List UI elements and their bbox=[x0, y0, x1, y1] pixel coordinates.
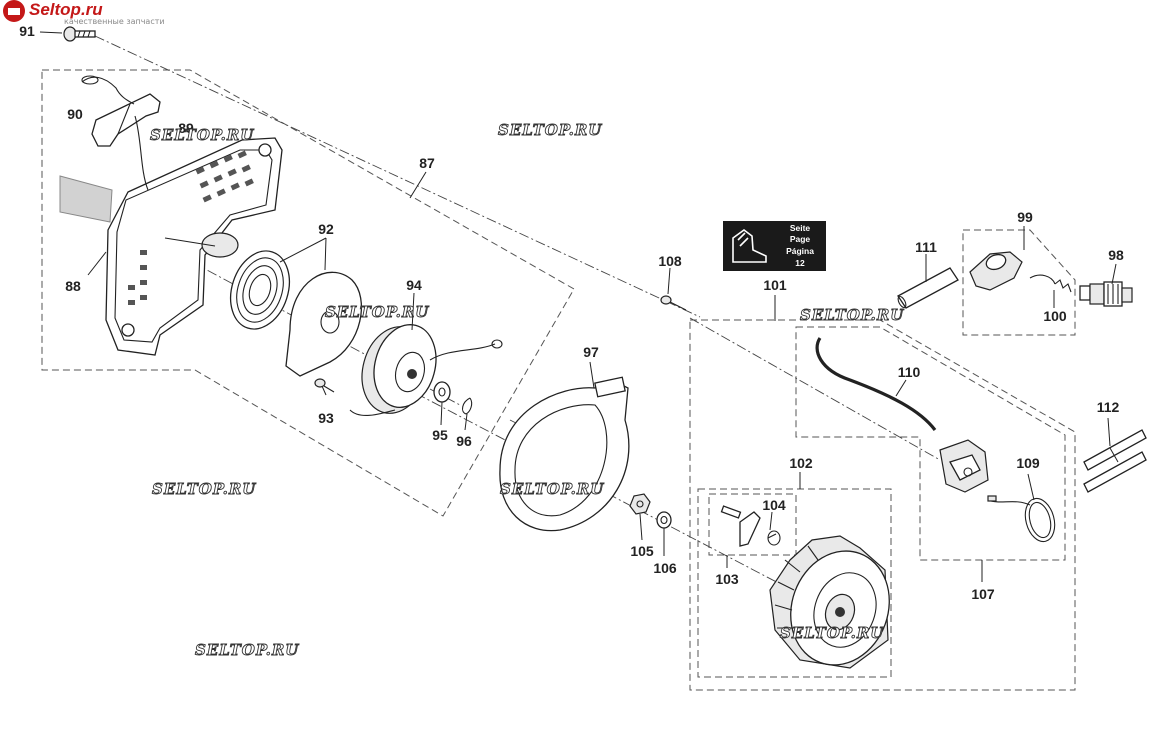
brand-name: Seltop.ru bbox=[29, 0, 103, 19]
contact-spring-100 bbox=[1029, 274, 1072, 293]
axis-flywheel bbox=[399, 384, 831, 611]
starter-rope-90 bbox=[81, 76, 135, 105]
callout-90: 90 bbox=[67, 106, 83, 122]
callout-94: 94 bbox=[406, 277, 422, 293]
callout-89: 89 bbox=[178, 120, 194, 136]
starter-handle-89 bbox=[91, 93, 161, 191]
page-ref-line-1: Seite bbox=[790, 223, 811, 233]
group-box-99 bbox=[962, 229, 1076, 336]
axis-coil bbox=[689, 317, 941, 461]
callout-109: 109 bbox=[1016, 455, 1040, 471]
watermark-3: SELTOP.RU bbox=[325, 303, 429, 321]
spring-104 bbox=[767, 530, 781, 546]
sleeves-112 bbox=[1083, 417, 1147, 493]
callout-110: 110 bbox=[898, 364, 921, 380]
callout-labels: 87 88 89 90 91 92 93 94 95 96 97 98 99 1… bbox=[19, 23, 1124, 602]
callout-87: 87 bbox=[419, 155, 435, 171]
screw-108 bbox=[660, 295, 687, 311]
housing-boss bbox=[258, 143, 272, 157]
housing-boss-lower bbox=[121, 323, 135, 337]
callout-104: 104 bbox=[762, 497, 786, 513]
rope-pulley-94 bbox=[349, 324, 503, 416]
page-ref-line-4: 12 bbox=[795, 258, 805, 268]
recoil-spring-92 bbox=[229, 250, 291, 330]
callout-95: 95 bbox=[432, 427, 448, 443]
leader-97 bbox=[589, 361, 595, 389]
callout-105: 105 bbox=[630, 543, 654, 559]
housing-pulley-seat bbox=[201, 232, 239, 258]
ignition-module-107 bbox=[939, 439, 989, 493]
brand-tagline: качественные запчасти bbox=[64, 17, 165, 26]
circlip-96 bbox=[461, 397, 473, 415]
leader-92a bbox=[279, 237, 327, 263]
callout-88: 88 bbox=[65, 278, 81, 294]
group-box-87 bbox=[41, 69, 575, 517]
callout-98: 98 bbox=[1108, 247, 1124, 263]
callout-107: 107 bbox=[971, 586, 995, 602]
group-box-101 bbox=[689, 319, 1076, 691]
sleeve-111 bbox=[897, 267, 959, 309]
group-box-102 bbox=[697, 488, 892, 678]
callout-leaders bbox=[321, 171, 1055, 582]
watermark-1: SELTOP.RU bbox=[150, 126, 254, 144]
leader-98 bbox=[1111, 263, 1117, 285]
group-box-103 bbox=[708, 493, 797, 556]
watermark-8: SELTOP.RU bbox=[780, 624, 884, 642]
page-ref-line-3: Página bbox=[786, 246, 814, 256]
watermark-7: SELTOP.RU bbox=[195, 641, 299, 659]
watermarks: SELTOP.RU SELTOP.RU SELTOP.RU SELTOP.RU … bbox=[150, 121, 904, 660]
housing-vent-grid bbox=[128, 150, 254, 305]
page-reference-box[interactable]: Seite Page Página 12 bbox=[723, 221, 826, 271]
starter-housing-87 bbox=[105, 137, 283, 356]
leader-88 bbox=[87, 251, 107, 276]
nut-105 bbox=[629, 493, 651, 515]
watermark-2: SELTOP.RU bbox=[498, 121, 602, 139]
callout-96: 96 bbox=[456, 433, 472, 449]
callout-103: 103 bbox=[715, 571, 739, 587]
axis-screw-91 bbox=[94, 35, 701, 318]
pawl-103 bbox=[720, 505, 761, 547]
callout-99: 99 bbox=[1017, 209, 1033, 225]
watermark-5: SELTOP.RU bbox=[152, 480, 256, 498]
callout-97: 97 bbox=[583, 344, 599, 360]
decal-88 bbox=[59, 175, 113, 223]
chainsaw-boot-icon bbox=[732, 229, 767, 263]
brand-logo[interactable]: Seltop.ru качественные запчасти bbox=[3, 0, 165, 26]
callout-92: 92 bbox=[318, 221, 334, 237]
ht-lead-110 bbox=[815, 337, 937, 431]
washer-106 bbox=[656, 511, 672, 529]
callout-108: 108 bbox=[658, 253, 682, 269]
callout-111: 111 bbox=[915, 239, 937, 255]
callout-91: 91 bbox=[19, 23, 35, 39]
screw-93 bbox=[314, 378, 335, 393]
page-ref-line-2: Page bbox=[790, 234, 811, 244]
spark-plug-boot-99 bbox=[969, 251, 1023, 291]
callout-93: 93 bbox=[318, 410, 334, 426]
leader-91 bbox=[39, 31, 63, 34]
fan-housing-97 bbox=[499, 376, 630, 532]
washer-95 bbox=[433, 381, 451, 403]
ignition-cable-109 bbox=[987, 495, 1056, 543]
callout-102: 102 bbox=[789, 455, 813, 471]
watermark-6: SELTOP.RU bbox=[500, 480, 604, 498]
leader-92b bbox=[324, 237, 327, 271]
spring-cover-plate bbox=[285, 271, 363, 377]
rope-knot bbox=[81, 75, 99, 85]
watermark-4: SELTOP.RU bbox=[800, 306, 904, 324]
flywheel-102 bbox=[769, 535, 890, 669]
callout-101: 101 bbox=[763, 277, 787, 293]
spark-plug-98 bbox=[1079, 281, 1133, 307]
callout-106: 106 bbox=[653, 560, 677, 576]
callout-100: 100 bbox=[1043, 308, 1067, 324]
callout-112: 112 bbox=[1097, 399, 1120, 415]
brand-fist-detail bbox=[8, 8, 20, 15]
group-box-107 bbox=[795, 326, 1066, 561]
screw-91 bbox=[63, 26, 96, 42]
